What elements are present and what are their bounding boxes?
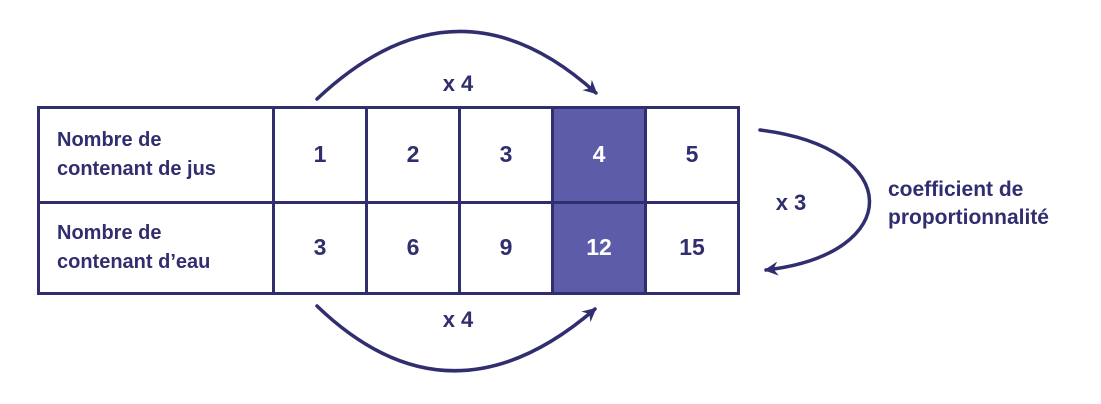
row-label-eau-line2: contenant d’eau (57, 250, 211, 273)
table-cell-eau-3: 3 (272, 200, 365, 292)
row-label-jus-line1: Nombre de (57, 128, 162, 151)
coefficient-caption-line2: proportionnalité (888, 206, 1049, 229)
table-cell-eau-6: 6 (365, 200, 458, 292)
table-cell-eau-9: 9 (458, 200, 551, 292)
table-cell-eau-12-highlighted: 12 (551, 200, 644, 292)
table-cell-jus-1: 1 (272, 109, 365, 201)
top-arrow-label: x 4 (442, 71, 474, 96)
table-cell-eau-15: 15 (644, 200, 737, 292)
coefficient-caption-line1: coefficient de (888, 178, 1024, 201)
table-cell-jus-3: 3 (458, 109, 551, 201)
coefficient-caption: coefficient de proportionnalité (888, 176, 1049, 232)
coefficient-arrow-label: x 3 (775, 190, 807, 215)
table-cell-jus-5: 5 (644, 109, 737, 201)
bottom-arrow-label: x 4 (442, 307, 474, 332)
row-label-jus-line2: contenant de jus (57, 157, 216, 180)
table-cell-jus-4-highlighted: 4 (551, 109, 644, 201)
row-label-eau-line1: Nombre de (57, 221, 162, 244)
row-label-eau: Nombre de contenant d’eau (40, 200, 272, 293)
proportionality-table: Nombre de contenant de jus 1 2 3 4 5 Nom… (37, 106, 740, 295)
row-label-jus: Nombre de contenant de jus (40, 109, 272, 201)
table-cell-jus-2: 2 (365, 109, 458, 201)
